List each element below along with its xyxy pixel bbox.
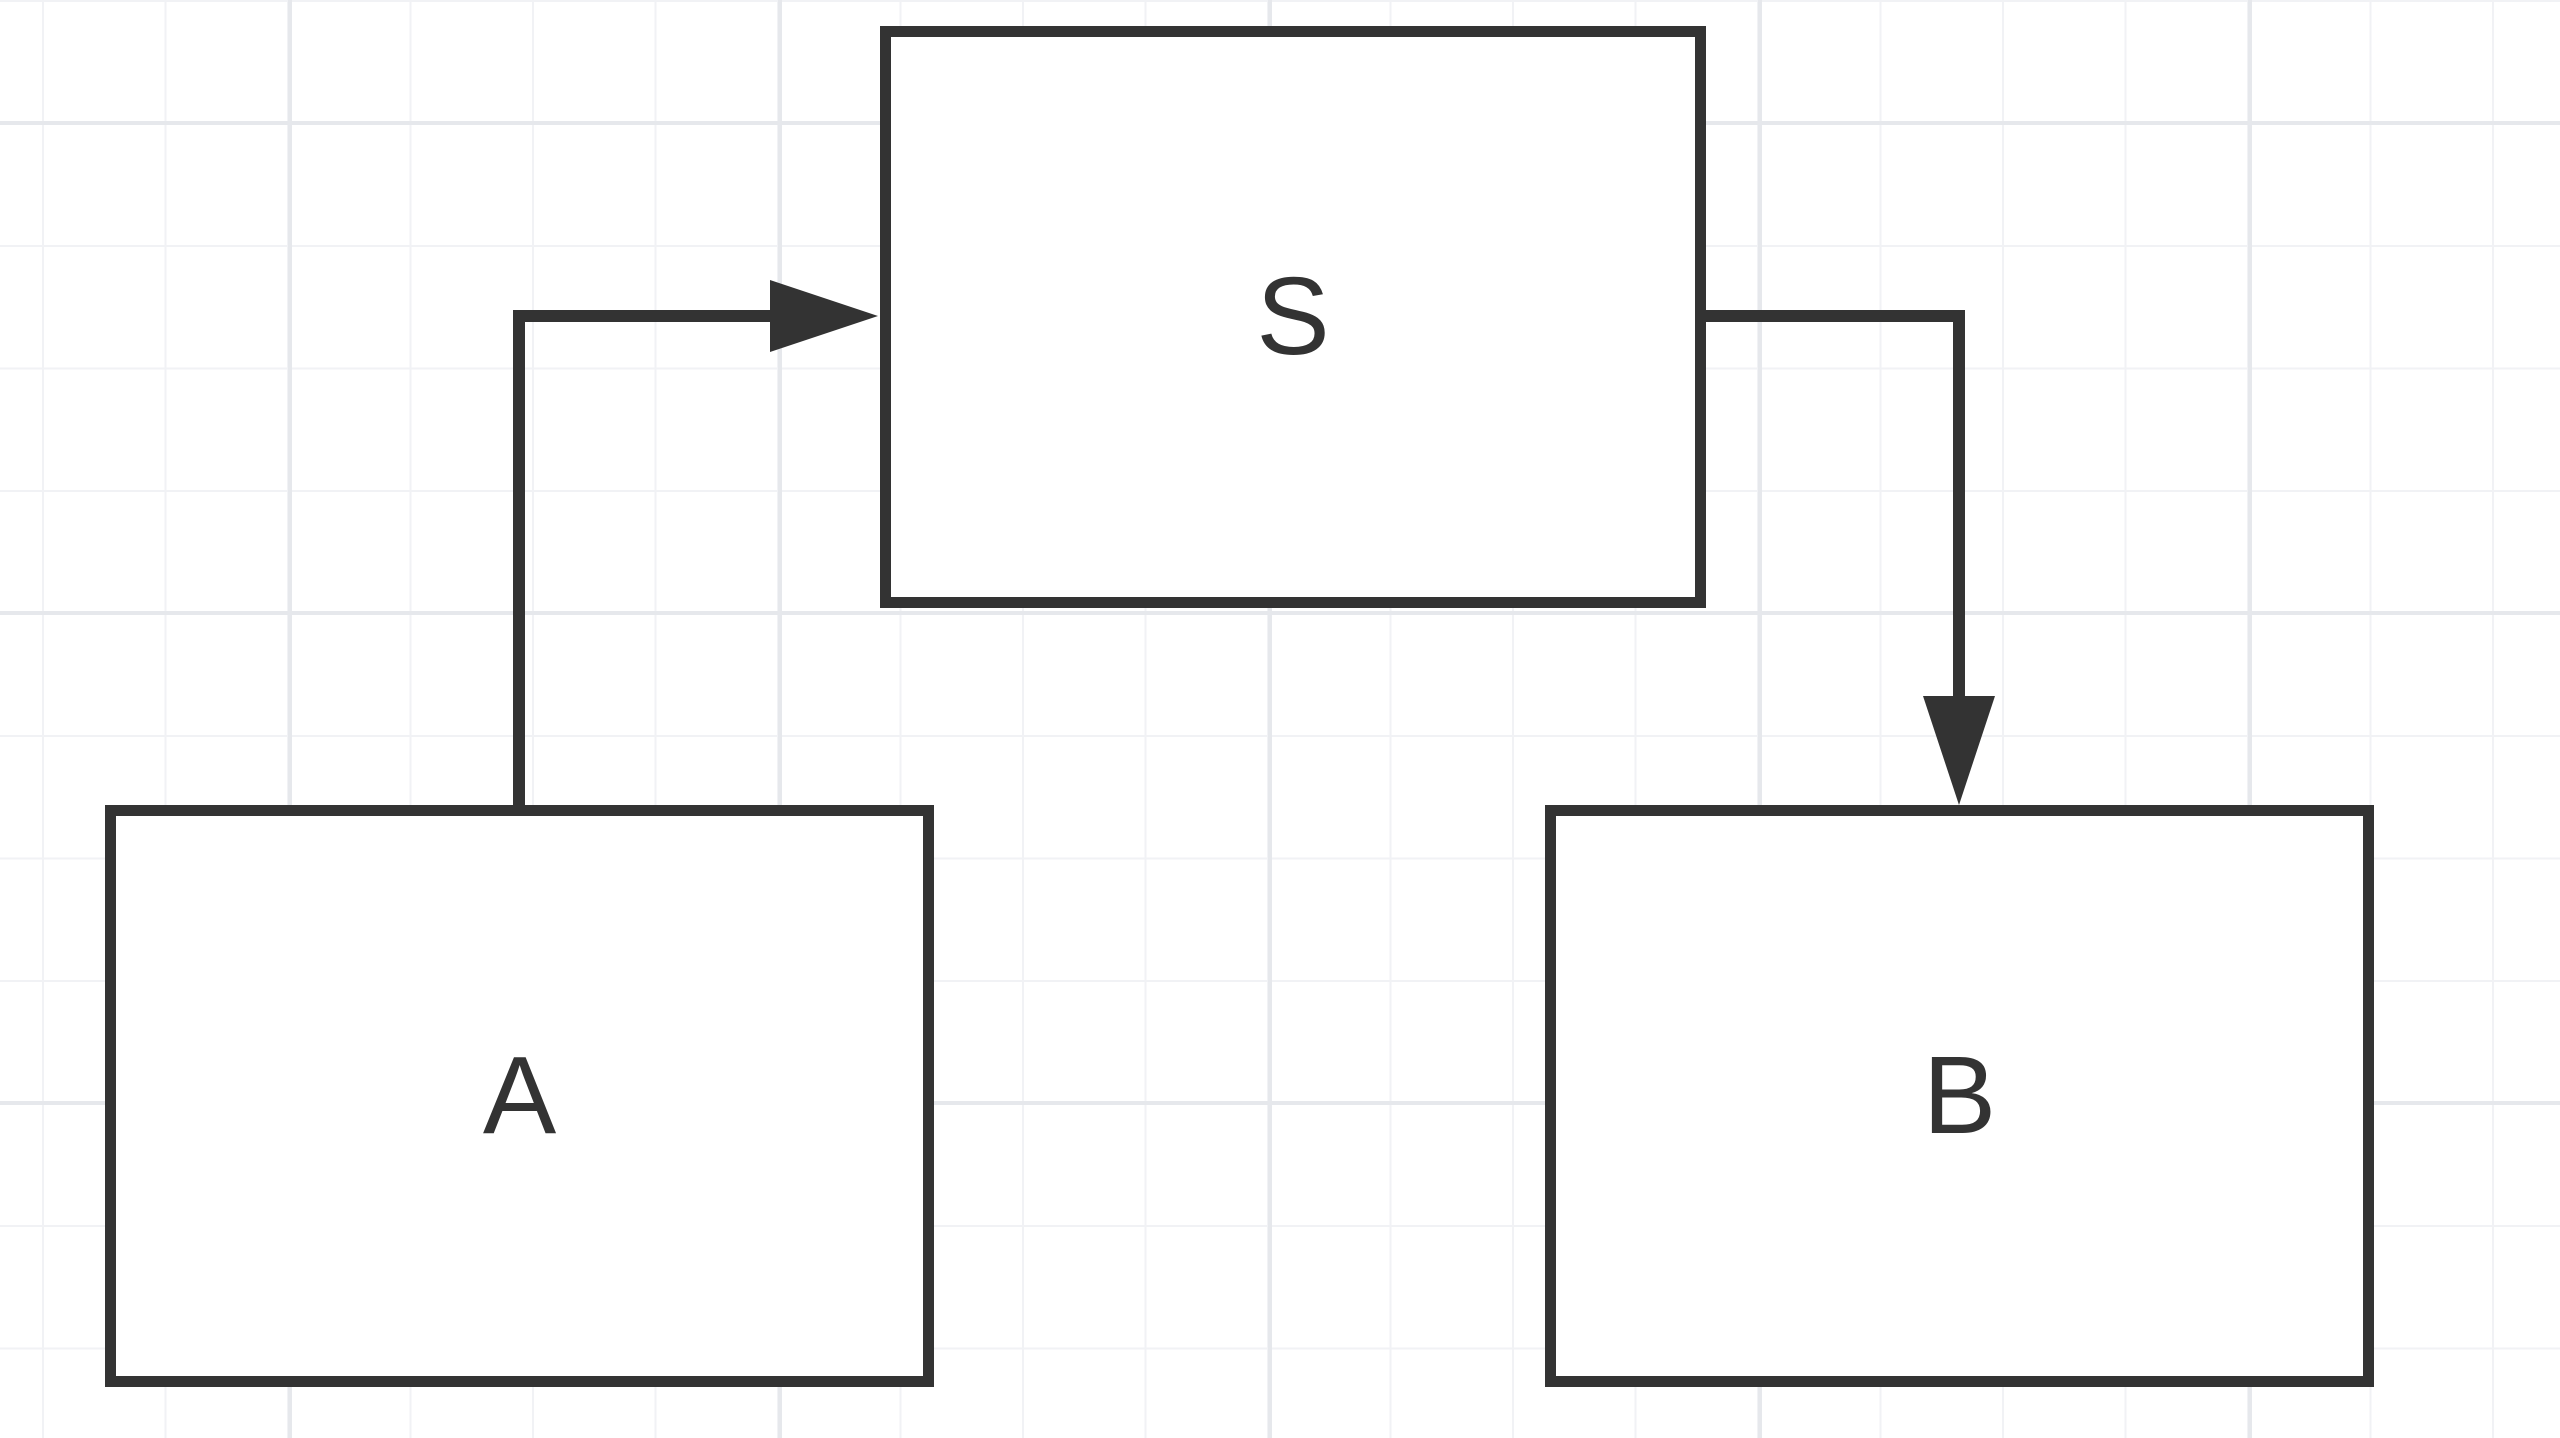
edge-a-to-s-line (513, 310, 770, 805)
node-b-label: B (1922, 1034, 1997, 1157)
edge-s-to-b-arrowhead (1923, 696, 1995, 805)
edge-s-to-b[interactable] (1706, 310, 1995, 805)
edge-s-to-b-line (1706, 310, 1965, 700)
node-s-label: S (1256, 255, 1330, 378)
node-a[interactable]: A (105, 805, 934, 1387)
node-a-label: A (482, 1034, 557, 1157)
node-b[interactable]: B (1545, 805, 2374, 1387)
node-s[interactable]: S (880, 26, 1706, 608)
edge-a-to-s[interactable] (513, 280, 878, 805)
edge-a-to-s-arrowhead (770, 280, 878, 352)
